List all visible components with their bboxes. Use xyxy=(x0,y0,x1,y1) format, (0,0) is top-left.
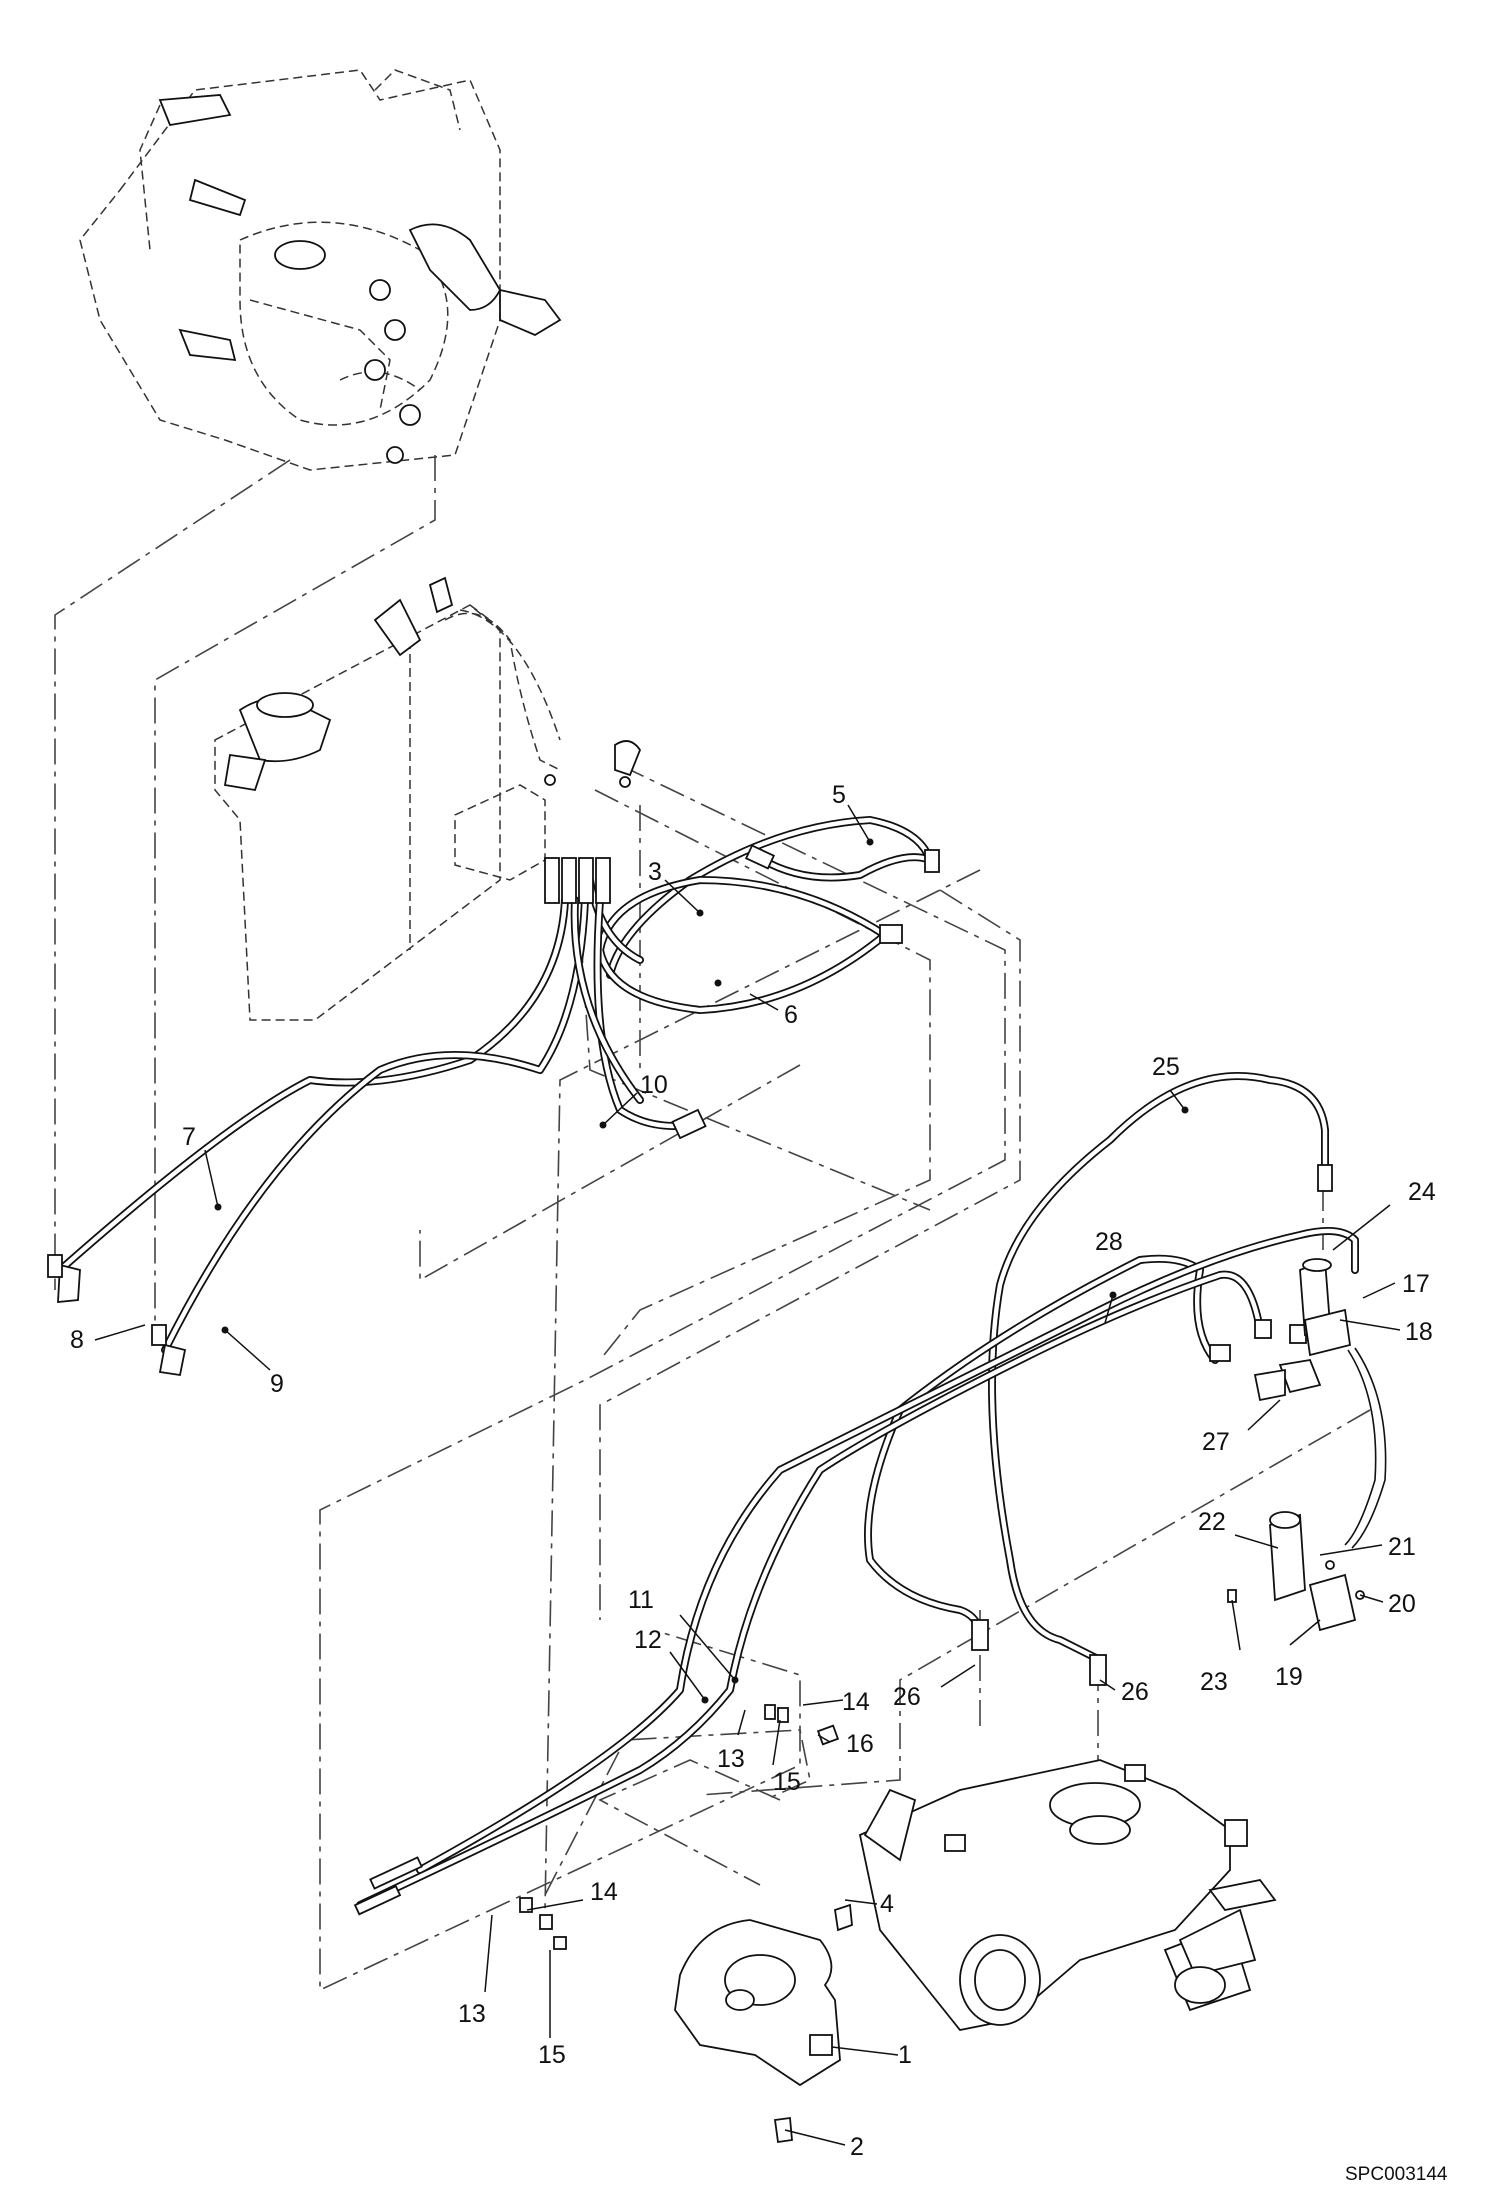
callout-13-upper: 13 xyxy=(717,1745,745,1773)
callout-7: 7 xyxy=(182,1123,196,1151)
callout-26-right: 26 xyxy=(1121,1678,1149,1706)
callout-24: 24 xyxy=(1408,1178,1436,1206)
callout-15-upper: 15 xyxy=(773,1768,801,1796)
transmission-unit xyxy=(79,69,562,471)
leader-dots xyxy=(214,838,1189,1704)
callout-16: 16 xyxy=(846,1730,874,1758)
callout-4: 4 xyxy=(880,1890,894,1918)
axle-transmission xyxy=(858,1759,1277,2031)
callout-14-upper: 14 xyxy=(842,1688,870,1716)
callout-2: 2 xyxy=(850,2133,864,2161)
callout-10: 10 xyxy=(640,1071,668,1099)
reference-lines xyxy=(54,455,1371,1992)
callout-12: 12 xyxy=(634,1626,662,1654)
callout-8: 8 xyxy=(70,1326,84,1354)
pump xyxy=(674,1903,853,2144)
callout-26-left: 26 xyxy=(893,1683,921,1711)
callout-23: 23 xyxy=(1200,1668,1228,1696)
callout-18: 18 xyxy=(1405,1318,1433,1346)
callout-21: 21 xyxy=(1388,1533,1416,1561)
hydraulic-tank xyxy=(214,576,642,1021)
callout-14-lower: 14 xyxy=(590,1878,618,1906)
drawing-code: SPC003144 xyxy=(1345,2164,1448,2185)
callout-5: 5 xyxy=(832,781,846,809)
hoses xyxy=(56,816,1359,1909)
callout-17: 17 xyxy=(1402,1270,1430,1298)
callout-labels: 1 2 3 4 5 6 7 8 9 10 11 12 13 13 14 14 1… xyxy=(70,781,1436,2161)
callout-1: 1 xyxy=(898,2041,912,2069)
callout-11: 11 xyxy=(628,1586,654,1614)
valve-block xyxy=(1253,1258,1387,1549)
seals-washers xyxy=(519,1704,840,1950)
callout-25: 25 xyxy=(1152,1053,1180,1081)
callout-27: 27 xyxy=(1202,1428,1230,1456)
callout-6: 6 xyxy=(784,1001,798,1029)
callout-19: 19 xyxy=(1275,1663,1303,1691)
callout-22: 22 xyxy=(1198,1508,1226,1536)
callout-28: 28 xyxy=(1095,1228,1123,1256)
solenoid-valve xyxy=(1227,1511,1365,1632)
callout-15-lower: 15 xyxy=(538,2041,566,2069)
callout-13-lower: 13 xyxy=(458,2000,486,2028)
callout-9: 9 xyxy=(270,1370,284,1398)
callout-3: 3 xyxy=(648,858,662,886)
fittings xyxy=(47,844,1333,1916)
callout-20: 20 xyxy=(1388,1590,1416,1618)
leader-lines xyxy=(94,804,1401,2146)
